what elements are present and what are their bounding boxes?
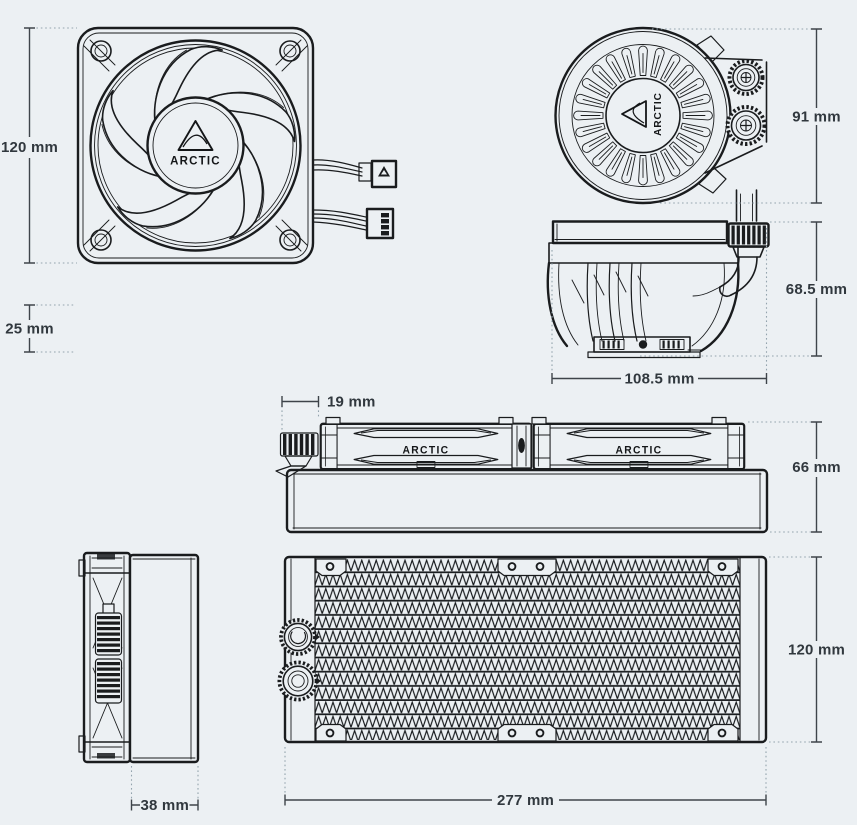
dimension-pump-top-height: 91 mm — [652, 28, 841, 204]
dimension-pump-height: 68.5 mm — [640, 221, 847, 357]
dimension-label: 38 mm — [140, 797, 189, 814]
dimension-radiator-height: 120 mm — [769, 556, 845, 743]
mounting-holes — [90, 40, 301, 251]
compression-fitting — [727, 222, 770, 258]
end-view-fittings — [94, 603, 123, 704]
radiator-fin-core — [315, 559, 740, 740]
radiator-inlet-fitting — [275, 432, 319, 478]
dimension-radiator-thickness: 38 mm — [130, 766, 199, 814]
fan-cables — [312, 159, 398, 240]
center-screw — [518, 438, 525, 453]
dimension-label: 91 mm — [792, 109, 841, 126]
view-fan-front: ARCTIC — [76, 26, 398, 265]
dimension-label: 120 mm — [788, 642, 845, 659]
view-assembly-end — [78, 551, 200, 764]
hose-elbow — [692, 256, 758, 298]
fan-screw-tabs — [315, 558, 739, 742]
arctic-logo: ARCTIC — [170, 120, 221, 168]
dimension-fitting-protrusion: 19 mm — [281, 394, 376, 431]
dimension-label: 68.5 mm — [786, 281, 847, 298]
view-pump-top: ARCTIC — [554, 26, 768, 222]
dimension-fan-front-size: 120 mm — [1, 27, 77, 264]
dimension-label: 108.5 mm — [625, 371, 695, 388]
dimension-assembly-height: 66 mm — [748, 421, 841, 533]
view-radiator-assembly-side — [275, 416, 769, 534]
radiator-fittings-front — [277, 618, 321, 702]
dimension-label: 25 mm — [5, 321, 54, 338]
hose-fitting-top — [727, 59, 765, 96]
assembly-fan-2 — [532, 422, 746, 471]
dimension-label: 120 mm — [1, 139, 58, 156]
dimension-label: 277 mm — [497, 792, 554, 809]
pwm-connector — [365, 207, 395, 240]
dimension-label: 19 mm — [327, 394, 376, 411]
view-radiator-front — [277, 555, 768, 744]
arctic-logo-text: ARCTIC — [653, 92, 664, 136]
assembly-fan-1 — [319, 422, 533, 471]
arctic-logo: ARCTIC — [621, 92, 664, 136]
arctic-logo-text: ARCTIC — [170, 156, 221, 168]
dimension-fan-thickness: 25 mm — [5, 304, 76, 353]
dimension-pump-width: 108.5 mm — [551, 228, 768, 388]
dimension-radiator-width: 277 mm — [284, 747, 767, 809]
dimension-label: 66 mm — [792, 459, 841, 476]
hose-fitting-bottom — [725, 105, 767, 146]
view-pump-side — [546, 220, 770, 359]
